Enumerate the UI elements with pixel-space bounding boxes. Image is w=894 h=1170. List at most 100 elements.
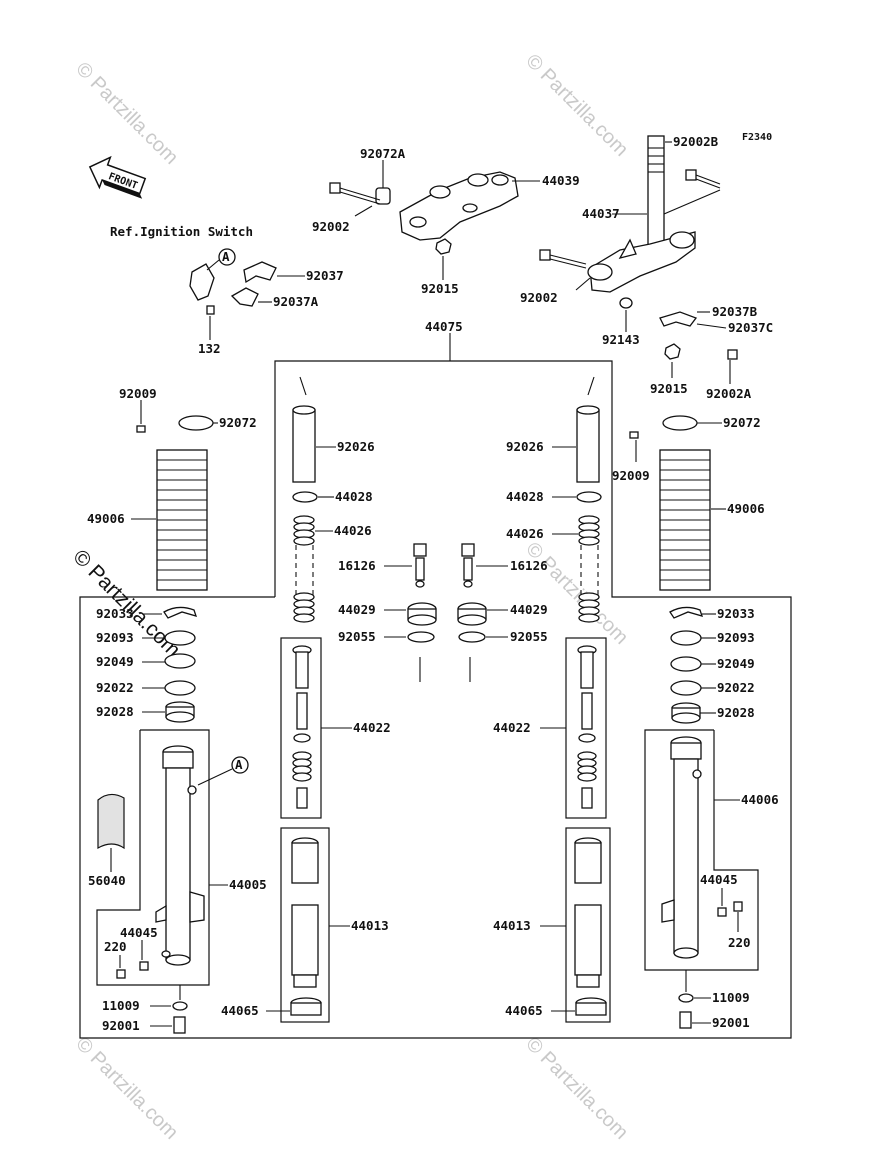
cylinder-44013-left	[291, 837, 319, 988]
label-92009-left: 92009	[119, 386, 157, 401]
washer-92143	[619, 297, 633, 309]
label-44022-left: 44022	[353, 720, 391, 735]
bolt-92001-left	[173, 1016, 186, 1034]
clip-92033-right	[669, 606, 704, 619]
label-92093-right: 92093	[717, 630, 755, 645]
clamp-92037A	[230, 287, 259, 307]
label-92015-top: 92015	[421, 281, 459, 296]
cap-44029-left	[407, 602, 437, 626]
callout-A-lower	[231, 756, 249, 774]
watermark: © Partzilla.com	[521, 50, 632, 161]
oring-92055-right	[458, 631, 486, 643]
label-92033-left: 92033	[96, 606, 134, 621]
label-44029-left: 44029	[338, 602, 376, 617]
label-44026-left: 44026	[334, 523, 372, 538]
label-44065-left: 44065	[221, 1003, 259, 1018]
callout-A-top	[218, 248, 236, 266]
callout-letter: A	[235, 757, 243, 772]
label-44037: 44037	[582, 206, 620, 221]
upper-bracket-44039	[375, 171, 519, 241]
bolt-92002B	[685, 169, 721, 189]
bush-44065-right	[575, 997, 607, 1016]
bush-92028-left	[165, 701, 195, 723]
seal-92093-right	[670, 630, 702, 646]
label-44028-right: 44028	[506, 489, 544, 504]
label-44022-right: 44022	[493, 720, 531, 735]
label-44045-right: 44045	[700, 872, 738, 887]
washer-11009-left	[172, 1001, 188, 1011]
boot-49006-left	[156, 449, 208, 591]
seal-92049-left	[164, 653, 196, 669]
label-132: 132	[198, 341, 221, 356]
label-92049-left: 92049	[96, 654, 134, 669]
box-44013-right	[565, 827, 611, 1023]
washer-44028-left	[292, 491, 318, 503]
seal-92049-right	[670, 656, 702, 672]
label-44075: 44075	[425, 319, 463, 334]
clip-92033-left	[163, 606, 198, 619]
spring-44026-right	[578, 515, 600, 623]
label-92002-right: 92002	[520, 290, 558, 305]
label-44029-right: 44029	[510, 602, 548, 617]
label-44045-left: 44045	[120, 925, 158, 940]
callout-letter: A	[222, 249, 230, 264]
label-44013-right: 44013	[493, 918, 531, 933]
label-44005: 44005	[229, 877, 267, 892]
bush-92028-right	[671, 702, 701, 724]
rod-44022-left	[292, 645, 312, 809]
nut-92015-right	[664, 343, 681, 360]
label-92072A: 92072A	[360, 146, 406, 161]
cap-44029-right	[457, 602, 487, 626]
label-92022-right: 92022	[717, 680, 755, 695]
watermark: © Partzilla.com	[71, 1033, 182, 1144]
label-16126-right: 16126	[510, 558, 548, 573]
ignition-bracket	[189, 261, 277, 315]
clamp-92037B	[659, 311, 698, 327]
label-92001-left: 92001	[102, 1018, 140, 1033]
group-frame-44075	[79, 360, 792, 1039]
label-220-left: 220	[104, 939, 127, 954]
label-44026-right: 44026	[506, 526, 544, 541]
washer-44045-left	[139, 961, 149, 971]
ref-note: Ref.Ignition Switch	[110, 224, 253, 239]
label-56040: 56040	[88, 873, 126, 888]
ring-92022-right	[670, 680, 702, 696]
outer-tube-44005	[155, 745, 205, 966]
label-44028-left: 44028	[335, 489, 373, 504]
bolt-92002-right	[539, 249, 587, 269]
front-arrow-icon: FRONT	[88, 155, 147, 199]
label-92015-right: 92015	[650, 381, 688, 396]
label-92037B: 92037B	[712, 304, 758, 319]
bolt-220-left	[116, 969, 126, 979]
label-92028-left: 92028	[96, 704, 134, 719]
label-92037: 92037	[306, 268, 344, 283]
label-11009-right: 11009	[712, 990, 750, 1005]
label-92143: 92143	[602, 332, 640, 347]
label-92026-right: 92026	[506, 439, 544, 454]
label-92037C: 92037C	[728, 320, 773, 335]
label-11009-left: 11009	[102, 998, 140, 1013]
box-44005	[140, 729, 210, 986]
label-92093-left: 92093	[96, 630, 134, 645]
spring-44026-left	[293, 515, 315, 623]
label-49006-left: 49006	[87, 511, 125, 526]
label-92055-right: 92055	[510, 629, 548, 644]
tube-92026-left	[292, 409, 316, 483]
ring-92022-left	[164, 680, 196, 696]
nut-92015-top	[435, 238, 452, 255]
rod-44022-right	[577, 645, 597, 809]
screw-132	[206, 305, 215, 315]
label-44039: 44039	[542, 173, 580, 188]
label-92028-right: 92028	[717, 705, 755, 720]
valve-16126-left	[413, 543, 427, 588]
box-44006	[644, 729, 759, 971]
label-92072-left: 92072	[219, 415, 257, 430]
steering-stem-44037	[587, 135, 696, 293]
clamp-92037	[243, 261, 277, 284]
label-44013-left: 44013	[351, 918, 389, 933]
label-92002-top: 92002	[312, 219, 350, 234]
watermark: © Partzilla.com	[71, 58, 182, 169]
label-92049-right: 92049	[717, 656, 755, 671]
oring-92055-left	[407, 631, 435, 643]
label-220-right: 220	[728, 935, 751, 950]
